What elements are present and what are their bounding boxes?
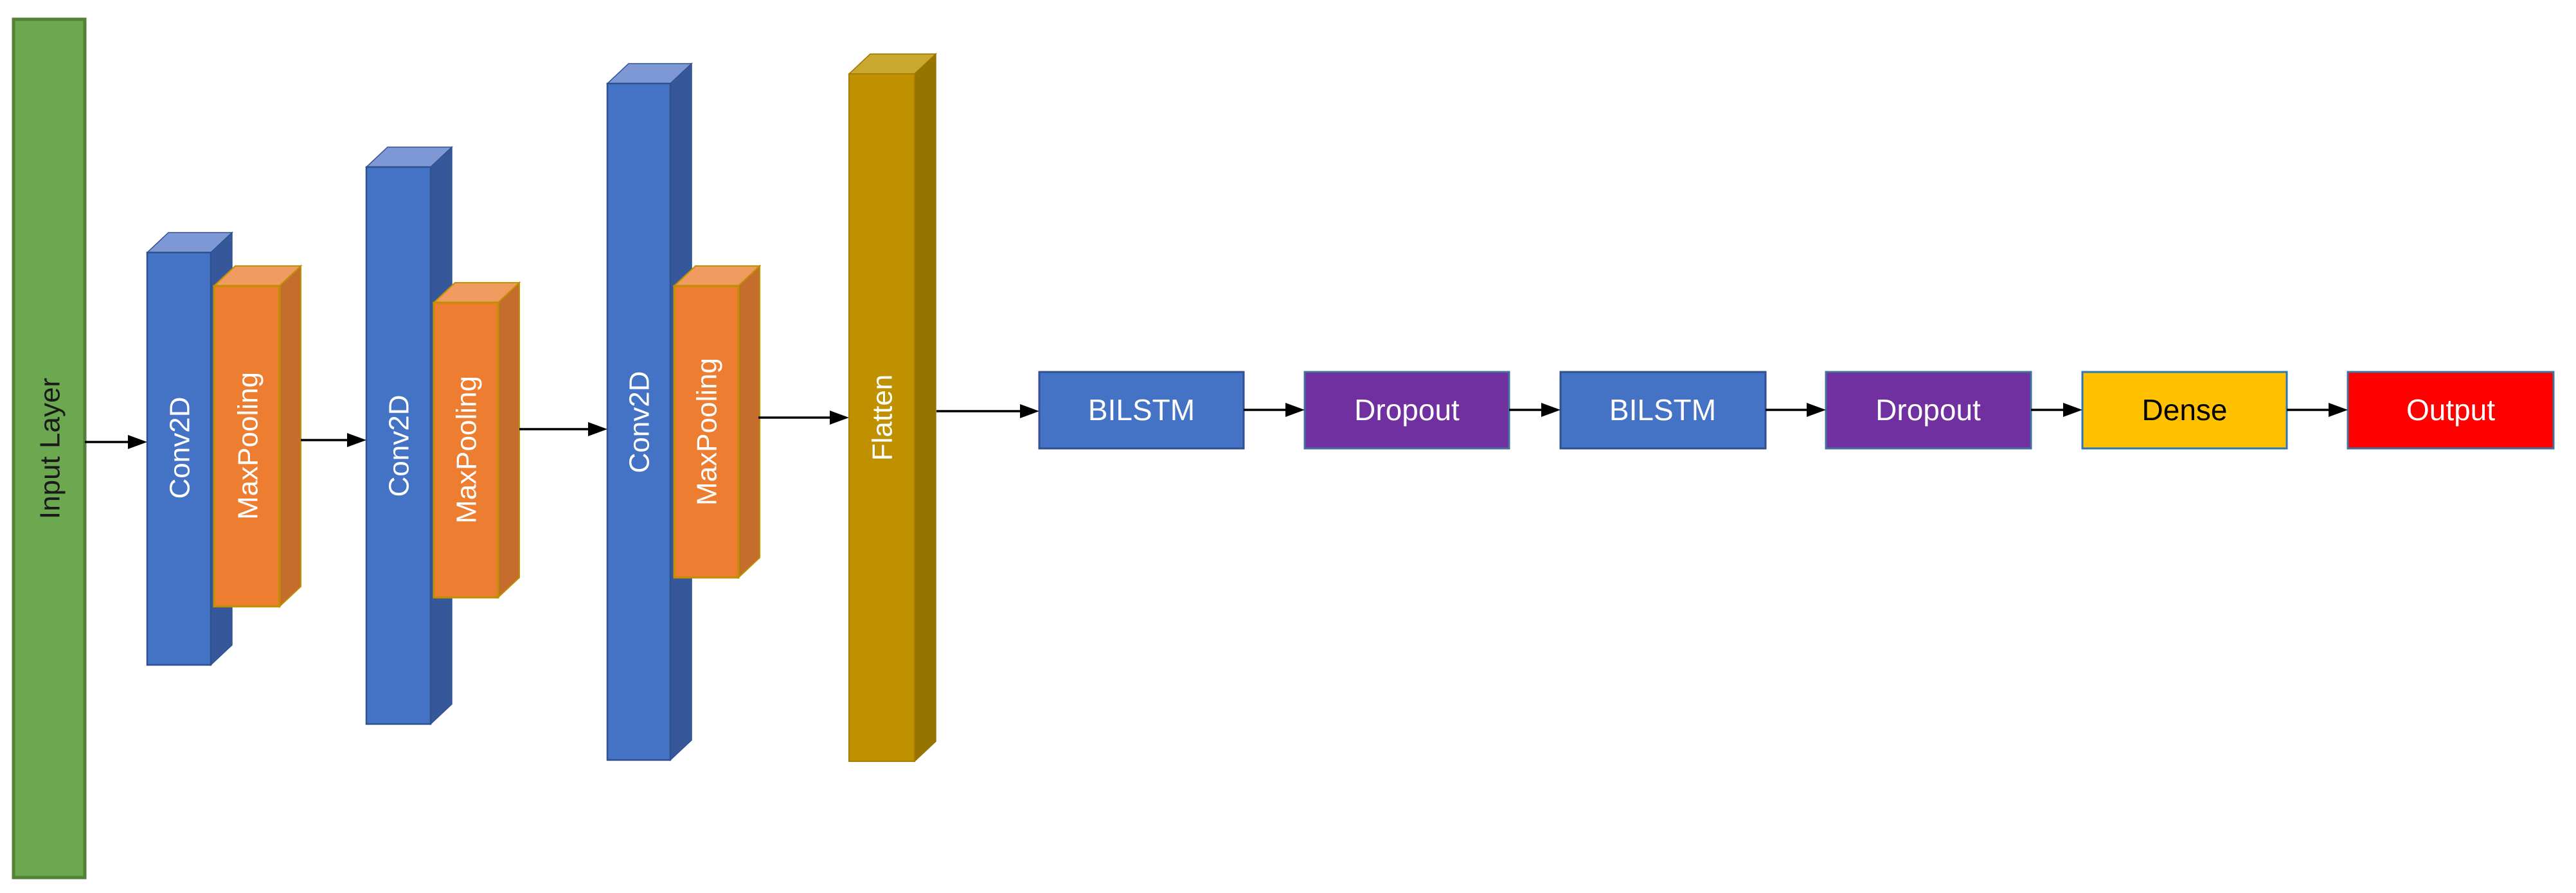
maxpooling-3-side-face — [738, 264, 760, 579]
arrowhead — [1541, 403, 1561, 417]
arrowhead — [2329, 403, 2348, 417]
dropout-2-rect — [1825, 371, 2032, 450]
bilstm-2-label: BILSTM — [1609, 393, 1716, 427]
bilstm-1-label: BILSTM — [1088, 393, 1195, 427]
conv2d-2-label: Conv2D — [383, 395, 415, 497]
flatten-label: Flatten — [866, 375, 898, 461]
conv2d-1-label: Conv2D — [164, 397, 195, 499]
arrow-pool3-to-flatten — [758, 411, 849, 425]
dropout-1-rect — [1303, 371, 1510, 450]
arrow-bilstm2-to-dropout2 — [1766, 403, 1826, 417]
arrow-dense-to-output — [2287, 403, 2348, 417]
dropout-1-label: Dropout — [1354, 393, 1460, 427]
maxpooling-3-front-face — [673, 285, 740, 579]
maxpooling-3-bar: MaxPooling — [672, 264, 762, 579]
arrow-dropout1-to-bilstm2 — [1509, 403, 1561, 417]
dropout-1-box: Dropout — [1303, 371, 1510, 450]
conv2d-3-label: Conv2D — [623, 371, 655, 473]
arrowhead — [1285, 403, 1305, 417]
conv-block-1: Conv2D MaxPooling — [146, 231, 303, 666]
arrowhead — [2063, 403, 2082, 417]
maxpooling-2-label: MaxPooling — [451, 376, 482, 524]
arrowhead — [347, 433, 366, 447]
flatten-bar: Flatten — [848, 53, 937, 763]
arrowhead — [588, 422, 607, 436]
bilstm-1-rect — [1038, 371, 1245, 450]
maxpooling-1-side-face — [279, 264, 301, 608]
arrowhead — [1807, 403, 1826, 417]
maxpooling-2-bar: MaxPooling — [432, 281, 521, 599]
maxpooling-1-bar: MaxPooling — [212, 264, 303, 608]
maxpooling-1-label: MaxPooling — [232, 372, 264, 520]
dropout-2-label: Dropout — [1875, 393, 1981, 427]
arrow-bilstm1-to-dropout1 — [1244, 403, 1305, 417]
bilstm-2-rect — [1559, 371, 1767, 450]
arrowhead — [128, 435, 147, 449]
bilstm-2-box: BILSTM — [1559, 371, 1767, 450]
output-box: Output — [2347, 371, 2555, 450]
flatten-side-face — [914, 53, 936, 763]
input-layer-bar — [12, 17, 87, 880]
output-rect — [2347, 371, 2555, 450]
conv2d-1-front-face — [146, 251, 212, 666]
input-layer-label: Input Layer — [34, 378, 66, 519]
arrowhead — [830, 411, 849, 425]
conv2d-2-front-face — [365, 166, 432, 725]
conv2d-3-front-face — [606, 82, 672, 761]
maxpooling-1-front-face — [213, 285, 281, 608]
conv-block-2: Conv2D MaxPooling — [365, 146, 521, 725]
dense-rect — [2081, 371, 2288, 450]
maxpooling-2-front-face — [433, 301, 499, 599]
conv-block-3: Conv2D MaxPooling — [606, 62, 762, 761]
dropout-2-box: Dropout — [1825, 371, 2032, 450]
arrow-dropout2-to-dense — [2031, 403, 2082, 417]
bilstm-1-box: BILSTM — [1038, 371, 1245, 450]
arrow-input-to-conv1 — [85, 435, 147, 449]
arrow-pool1-to-conv2 — [301, 433, 366, 447]
maxpooling-3-label: MaxPooling — [691, 358, 722, 506]
input-layer: Input Layer — [12, 17, 87, 880]
flatten-front-face — [848, 73, 915, 762]
arrow-pool2-to-conv3 — [519, 422, 607, 436]
arrow-flatten-to-bilstm1 — [936, 404, 1039, 418]
maxpooling-2-side-face — [497, 281, 520, 599]
arrowhead — [1020, 404, 1039, 418]
dense-label: Dense — [2142, 393, 2228, 427]
dense-box: Dense — [2081, 371, 2288, 450]
output-label: Output — [2406, 393, 2495, 427]
